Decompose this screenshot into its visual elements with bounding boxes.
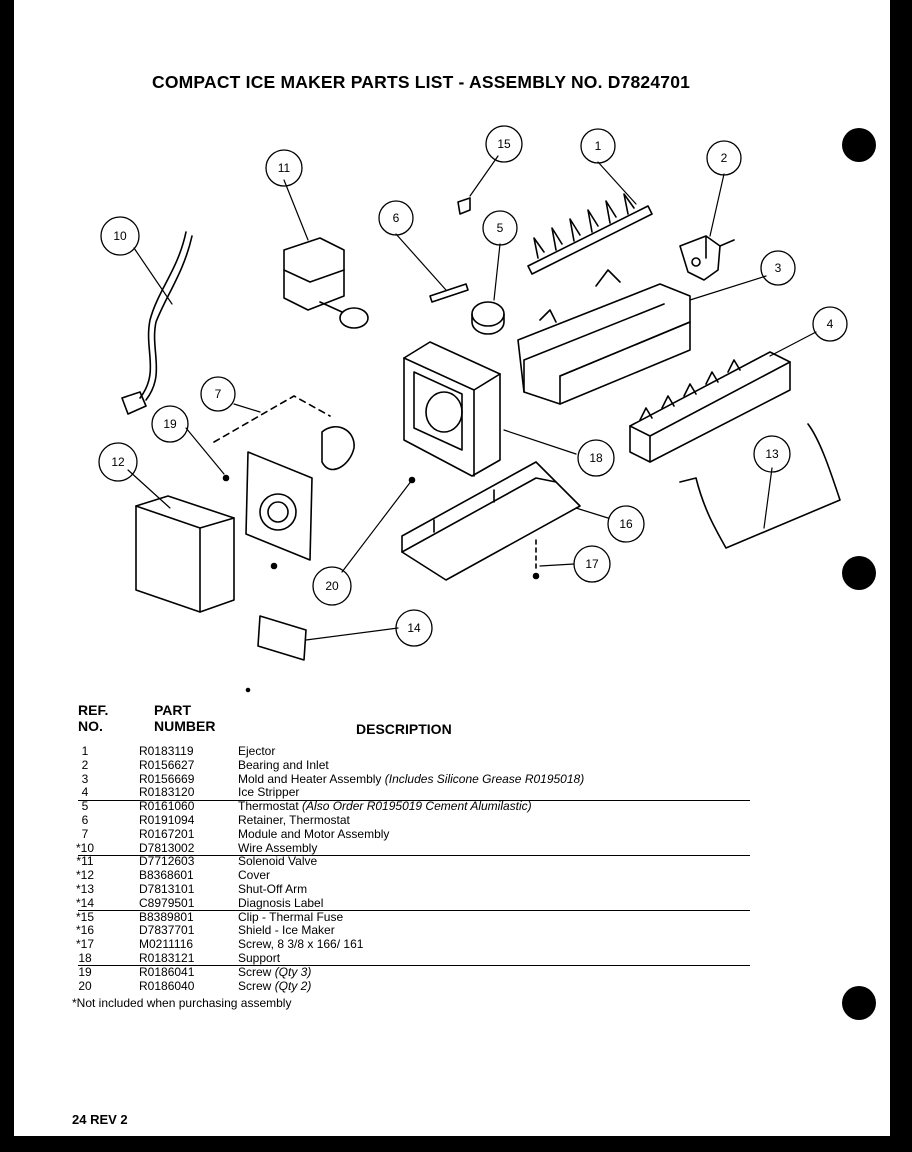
binder-hole-top (842, 128, 876, 162)
part-shutoff-arm (679, 423, 841, 549)
svg-text:6: 6 (393, 211, 400, 225)
binder-hole-middle (842, 556, 876, 590)
svg-text:16: 16 (619, 517, 633, 531)
group-divider (78, 910, 750, 911)
part-solenoid-valve (283, 237, 369, 329)
svg-text:15: 15 (497, 137, 511, 151)
part-bearing-inlet (679, 235, 735, 281)
callout-5: 5 (482, 210, 518, 246)
callout-18: 18 (577, 439, 615, 477)
part-ejector (527, 193, 653, 275)
part-diagnosis-label (257, 615, 307, 661)
part-shield (401, 461, 581, 581)
svg-text:10: 10 (113, 229, 127, 243)
header-part-number: PART NUMBER (154, 702, 216, 734)
svg-text:1: 1 (595, 139, 602, 153)
part-ice-stripper (629, 351, 791, 463)
svg-text:4: 4 (827, 317, 834, 331)
svg-text:11: 11 (278, 161, 291, 175)
page-title: COMPACT ICE MAKER PARTS LIST - ASSEMBLY … (152, 72, 691, 92)
part-mold-heater (517, 269, 691, 405)
group-divider (78, 800, 750, 801)
callout-4: 4 (812, 306, 848, 342)
callout-17: 17 (573, 545, 611, 583)
svg-text:5: 5 (497, 221, 504, 235)
callouts: 1 2 3 4 5 6 7 10 11 12 13 14 15 16 17 18… (98, 125, 848, 647)
callout-19: 19 (151, 405, 189, 443)
header-description: DESCRIPTION (356, 721, 452, 737)
part-retainer (429, 283, 469, 303)
callout-12: 12 (98, 442, 138, 482)
page-number: 24 REV 2 (72, 1112, 128, 1127)
callout-16: 16 (607, 505, 645, 543)
binder-hole-bottom (842, 986, 876, 1020)
callout-14: 14 (395, 609, 433, 647)
callout-10: 10 (100, 216, 140, 256)
footnote: *Not included when purchasing assembly (72, 996, 292, 1010)
exploded-diagram: 1 2 3 4 5 6 7 10 11 12 13 14 15 16 17 18… (98, 125, 848, 693)
svg-text:3: 3 (775, 261, 782, 275)
part-cover (135, 495, 235, 613)
part-module-motor (213, 395, 355, 561)
svg-text:13: 13 (765, 447, 779, 461)
group-divider (78, 855, 750, 856)
part-support (403, 341, 501, 477)
svg-text:20: 20 (325, 579, 339, 593)
header-ref: REF. NO. (78, 702, 109, 734)
parts-sheet (14, 0, 890, 1136)
svg-text:2: 2 (721, 151, 728, 165)
callout-3: 3 (760, 250, 796, 286)
callout-13: 13 (753, 435, 791, 473)
callout-2: 2 (706, 140, 742, 176)
leader-lines (127, 155, 817, 641)
callout-7: 7 (200, 376, 236, 412)
part-wire-assembly (121, 231, 193, 415)
part-clip-thermal-fuse (457, 197, 471, 215)
svg-text:18: 18 (589, 451, 603, 465)
callout-6: 6 (378, 200, 414, 236)
svg-text:14: 14 (407, 621, 421, 635)
group-divider (78, 965, 750, 966)
part-thermostat (471, 301, 505, 335)
svg-text:7: 7 (215, 387, 222, 401)
callout-15: 15 (485, 125, 523, 163)
svg-text:17: 17 (585, 557, 599, 571)
callout-20: 20 (312, 566, 352, 606)
callout-1: 1 (580, 128, 616, 164)
svg-text:12: 12 (111, 455, 125, 469)
svg-text:19: 19 (163, 417, 177, 431)
callout-11: 11 (265, 149, 303, 187)
